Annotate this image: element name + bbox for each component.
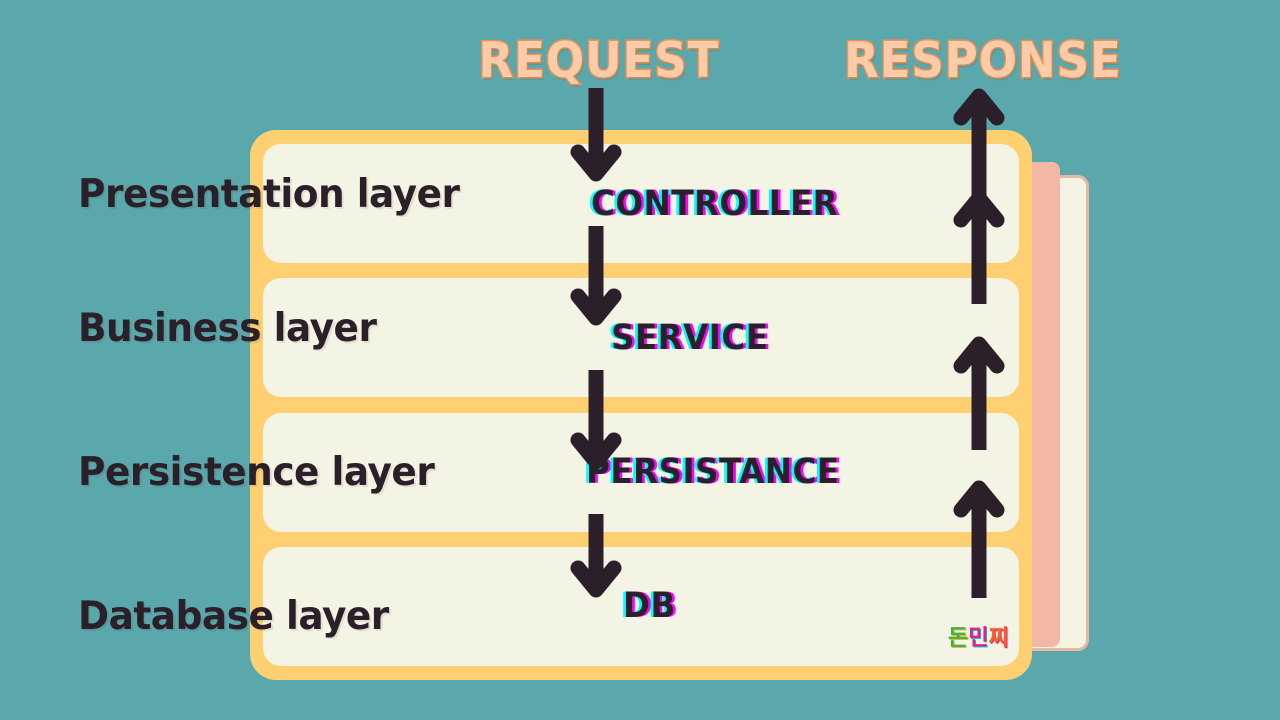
response-flow-title: RESPONSE	[843, 32, 1123, 89]
layer-name-business: Business layer	[78, 306, 377, 351]
watermark-char-3: 찌	[988, 626, 1009, 651]
layered-architecture-card: CONTROLLER SERVICE PERSISTANCE DB	[250, 130, 1032, 680]
arrow-down-icon	[570, 224, 622, 340]
layer-row-business[interactable]: SERVICE	[263, 278, 1019, 398]
layer-name-persistence: Persistence layer	[78, 450, 435, 495]
arrow-up-icon	[953, 188, 1005, 306]
arrow-up-icon	[953, 334, 1005, 452]
arrow-up-icon	[953, 86, 1005, 206]
layer-name-database: Database layer	[78, 594, 389, 639]
component-label-persistance: PERSISTANCE	[586, 452, 840, 493]
component-label-controller: CONTROLLER	[591, 183, 839, 224]
arrow-down-icon	[570, 368, 622, 484]
arrow-down-icon	[570, 86, 622, 196]
arrow-up-icon	[953, 478, 1005, 600]
author-watermark: 돈민찌	[948, 628, 1009, 650]
layer-row-database[interactable]: DB	[263, 546, 1019, 666]
component-label-db: DB	[623, 586, 676, 627]
watermark-char-2: 민	[968, 626, 989, 651]
layer-row-presentation[interactable]: CONTROLLER	[263, 144, 1019, 263]
component-label-service: SERVICE	[611, 317, 769, 358]
layer-row-persistence[interactable]: PERSISTANCE	[263, 412, 1019, 532]
watermark-char-1: 돈	[948, 626, 969, 651]
arrow-down-icon	[570, 512, 622, 610]
layer-name-presentation: Presentation layer	[78, 172, 460, 217]
request-flow-title: REQUEST	[477, 32, 720, 89]
